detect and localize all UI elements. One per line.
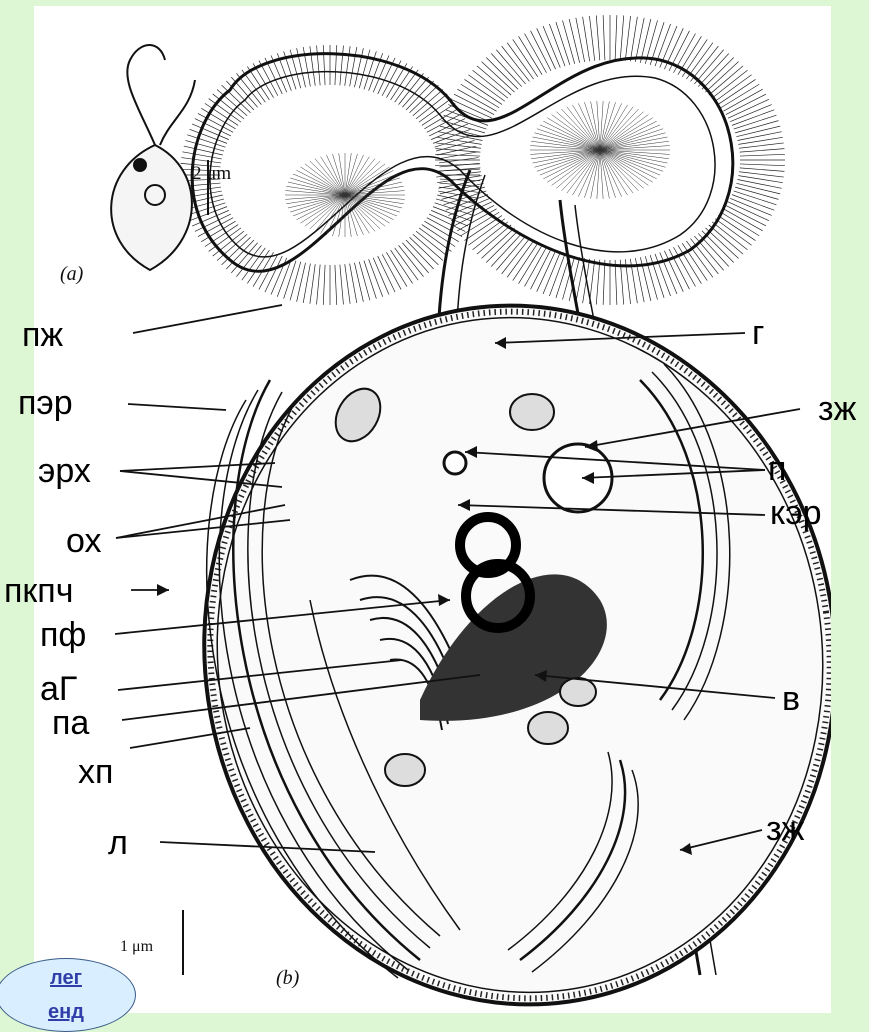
label-pa: па (52, 706, 89, 740)
label-pzh: пж (22, 318, 63, 352)
cell-diagram (34, 6, 831, 1013)
flagellum-hairs (180, 15, 785, 305)
label-zh-right: зж (818, 392, 856, 426)
legend-button-line1: лег (0, 963, 135, 993)
label-per: пэр (18, 386, 73, 420)
figure-panel: (a) (b) 2 μm 1 μm (34, 6, 831, 1013)
label-l: л (108, 826, 128, 860)
panel-a-label: (a) (60, 264, 83, 284)
label-oh: ох (66, 524, 102, 558)
label-pf: пф (40, 618, 86, 652)
panel-b-label: (b) (276, 968, 299, 988)
label-zh-bottom: зж (766, 812, 804, 846)
legend-button-line2: енд (0, 997, 135, 1027)
legend-button[interactable]: лег енд (0, 958, 136, 1032)
label-erh: эрх (38, 454, 91, 488)
label-v: в (782, 682, 800, 716)
scale-label-small: 2 μm (192, 164, 231, 183)
label-ker: кэр (770, 496, 822, 530)
label-aG: аГ (40, 672, 77, 706)
label-g: г (752, 316, 764, 350)
scale-label-large: 1 μm (120, 939, 153, 955)
label-p: п (768, 452, 786, 486)
label-pkpch: пкпч (4, 574, 73, 608)
label-hp: хп (78, 755, 113, 789)
